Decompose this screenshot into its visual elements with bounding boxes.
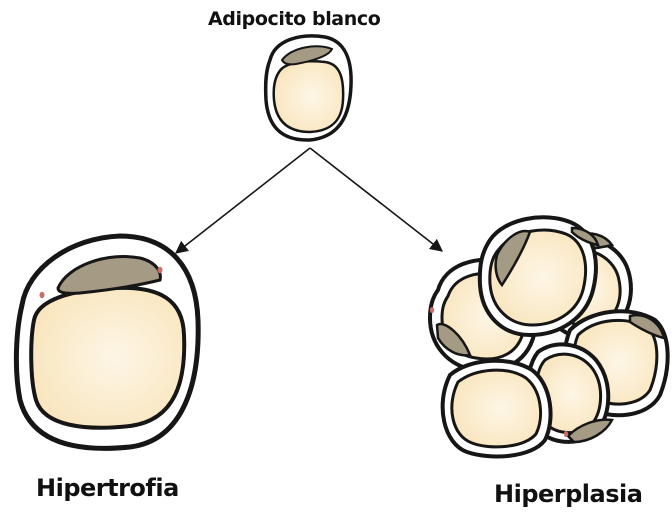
adipocyte-small	[266, 36, 351, 140]
adipocyte-hypertrophic	[16, 236, 198, 448]
adipocyte-cluster	[430, 217, 668, 456]
cluster-cell	[443, 361, 551, 457]
label-hypertrophy: Hipertrofia	[36, 476, 179, 500]
arrow-to-hyperplasia	[310, 148, 442, 251]
label-white-adipocyte: Adipocito blanco	[208, 10, 380, 29]
arrow-to-hypertrophy	[176, 148, 310, 253]
label-hyperplasia: Hiperplasia	[494, 482, 642, 506]
arrows	[176, 148, 442, 253]
